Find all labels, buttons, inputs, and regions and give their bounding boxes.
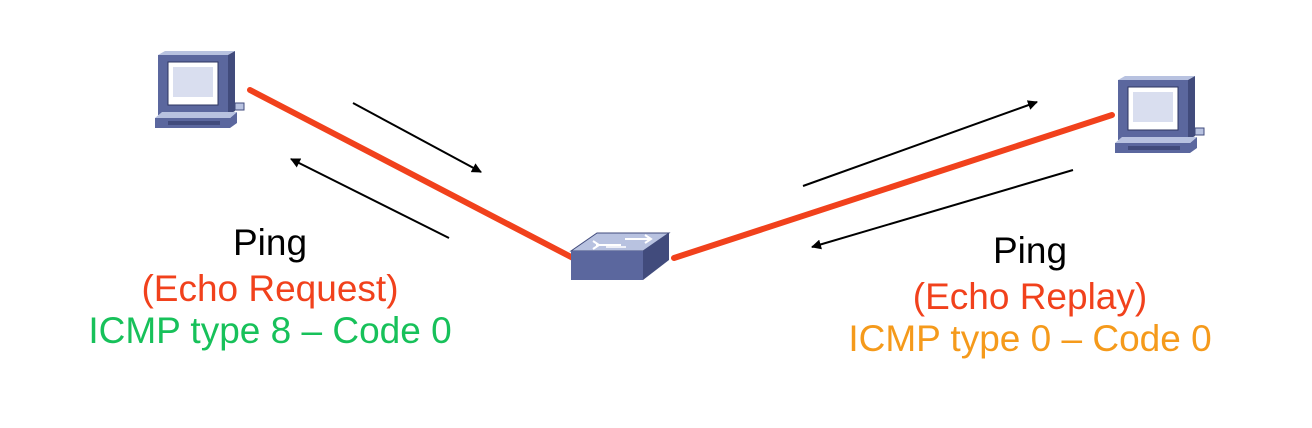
link-left	[247, 87, 576, 261]
left-icmp-type-label: ICMP type 8 – Code 0	[88, 310, 452, 351]
right-ping-title: Ping	[992, 230, 1068, 271]
arrow-request-out	[352, 102, 482, 173]
arrow-request-forward	[802, 100, 1038, 187]
left-echo-request-label: (Echo Request)	[141, 268, 399, 309]
computer-icon-right	[1115, 76, 1205, 153]
computer-icon-left	[155, 51, 245, 128]
link-right	[671, 112, 1115, 261]
arrow-reply-out	[811, 169, 1074, 250]
right-echo-reply-label: (Echo Replay)	[912, 276, 1148, 317]
arrow-reply-in	[290, 158, 450, 239]
left-label-block: Ping (Echo Request) ICMP type 8 – Code 0	[10, 222, 530, 352]
right-label-block: Ping (Echo Replay) ICMP type 0 – Code 0	[770, 230, 1290, 360]
right-icmp-type-label: ICMP type 0 – Code 0	[848, 318, 1212, 359]
left-ping-title: Ping	[232, 222, 308, 263]
switch-icon	[569, 232, 671, 280]
